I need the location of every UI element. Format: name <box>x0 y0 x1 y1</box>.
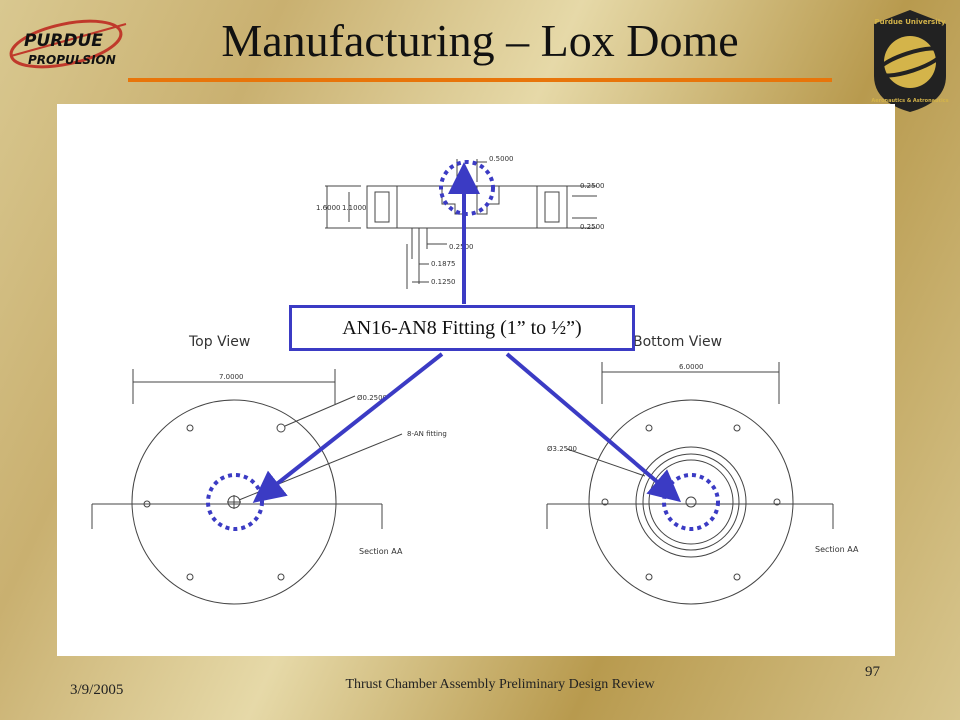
page-number: 97 <box>865 664 880 680</box>
logo-right-top: Purdue University <box>874 18 945 26</box>
dim-label: Ø3.2500 <box>547 445 577 453</box>
logo-left-line1: PURDUE <box>24 31 103 51</box>
fitting-callout: AN16-AN8 Fitting (1” to ½”) <box>289 305 635 351</box>
arrow-right <box>505 352 682 503</box>
highlight-circle-top <box>439 160 495 216</box>
dim-label: 1.6000 <box>316 204 341 212</box>
footer-title: Thrust Chamber Assembly Preliminary Desi… <box>345 677 655 692</box>
dim-label: 6.0000 <box>679 363 704 371</box>
logo-left-line2: PROPULSION <box>28 53 116 67</box>
dim-label: 1.1000 <box>342 204 367 212</box>
section-label-left: Section AA <box>359 547 403 556</box>
dim-label: 0.2500 <box>449 243 474 251</box>
dim-label: 0.5000 <box>489 155 514 163</box>
highlight-circle-right <box>662 473 720 531</box>
purdue-aeronautics-logo: Purdue University Aeronautics & Astronau… <box>871 10 949 112</box>
dim-label: Ø0.2500 <box>357 394 387 402</box>
dim-label: 0.2500 <box>580 182 605 190</box>
cross-section-view <box>325 159 597 289</box>
engineering-drawing: Top View Bottom View Section AA Section … <box>57 104 895 656</box>
dim-label: 8-AN fitting <box>407 430 447 438</box>
dim-label: 0.1875 <box>431 260 456 268</box>
logo-right-bottom: Aeronautics & Astronautics <box>871 98 948 104</box>
dim-label: 0.2500 <box>580 223 605 231</box>
dim-label: 0.1250 <box>431 278 456 286</box>
top-view-label: Top View <box>188 334 250 350</box>
top-view-drawing <box>91 369 403 605</box>
slide-title: Manufacturing – Lox Dome <box>221 15 739 66</box>
section-label-right: Section AA <box>815 545 859 554</box>
bottom-view-drawing <box>546 362 834 605</box>
footer-date: 3/9/2005 <box>70 682 124 698</box>
arrow-left <box>252 352 444 503</box>
title-underline <box>128 78 832 82</box>
purdue-propulsion-logo: PURDUE PROPULSION <box>9 19 127 69</box>
dim-label: 7.0000 <box>219 373 244 381</box>
bottom-view-label: Bottom View <box>633 334 722 350</box>
